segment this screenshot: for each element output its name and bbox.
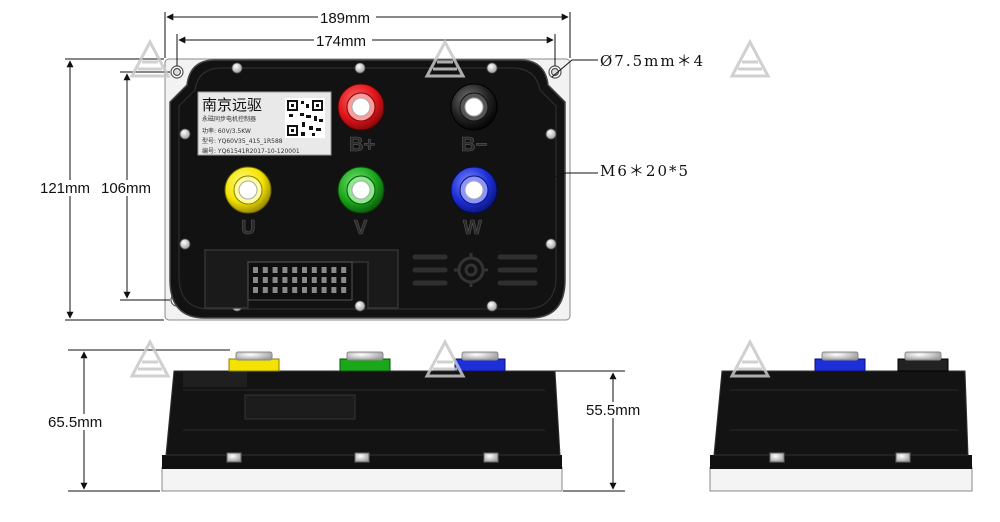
connector-pin xyxy=(253,267,258,273)
terminal-b-minus: B− xyxy=(450,83,498,156)
connector-pin xyxy=(341,277,347,283)
connector-pin xyxy=(262,277,268,283)
connector-pin xyxy=(311,287,317,293)
watermark-logo-icon xyxy=(424,338,466,378)
watermark-logos xyxy=(129,38,771,378)
terminal-u: U xyxy=(224,166,272,239)
connector-pin xyxy=(331,267,337,273)
vent-slots xyxy=(412,254,538,286)
watermark-logo-icon xyxy=(729,38,771,78)
connector-pin xyxy=(341,267,347,273)
nameplate-subtitle: 永磁同步电机控制器 xyxy=(202,115,256,123)
qr-code-icon xyxy=(285,98,325,138)
nameplate-brand: 南京远驱 xyxy=(202,96,262,114)
connector-pin xyxy=(292,267,298,273)
dim-total-depth: 65.5mm xyxy=(48,414,102,431)
connector-pin xyxy=(302,287,307,293)
nameplate: 南京远驱 永磁同步电机控制器 功率: 60V/3.5KW 型号: YQ60V35… xyxy=(197,91,332,156)
terminal-b-plus-label: B+ xyxy=(349,134,375,156)
connector-pin xyxy=(321,277,327,283)
connector-pin xyxy=(292,287,298,293)
dim-mount-hole: Ø7.5mm＊4 xyxy=(600,52,705,70)
connector-pin xyxy=(282,267,288,273)
signal-connector xyxy=(204,249,399,309)
connector-pin xyxy=(311,277,317,283)
terminal-v-label: V xyxy=(354,217,368,239)
side-view xyxy=(709,351,973,492)
dim-hole-spacing-width: 174mm xyxy=(316,33,366,50)
connector-pin xyxy=(262,267,268,273)
terminal-v: V xyxy=(337,166,385,239)
dim-hole-spacing-height: 106mm xyxy=(101,180,151,197)
connector-pin xyxy=(331,287,337,293)
connector-pin xyxy=(262,287,268,293)
connector-pin xyxy=(311,267,317,273)
terminal-b-plus: B+ xyxy=(337,83,385,156)
connector-pin xyxy=(253,287,258,293)
watermark-logo-icon xyxy=(729,338,771,378)
nameplate-line-1: 功率: 60V/3.5KW xyxy=(202,127,251,135)
watermark-logo-icon xyxy=(129,338,171,378)
terminal-u-label: U xyxy=(241,217,255,239)
connector-pin xyxy=(302,267,307,273)
connector-pin xyxy=(282,287,288,293)
dim-lines-front xyxy=(68,349,625,492)
connector-pin xyxy=(282,277,288,283)
front-view xyxy=(161,351,563,492)
cover-screws xyxy=(179,62,557,312)
dim-overall-width: 189mm xyxy=(320,10,370,27)
connector-pin xyxy=(272,287,278,293)
connector-pin xyxy=(321,287,327,293)
nameplate-line-2: 型号: YQ60V35_415_1R588 xyxy=(202,137,283,145)
dim-terminal-thread: M6＊20*5 xyxy=(600,162,690,180)
dim-overall-height: 121mm xyxy=(40,180,90,197)
connector-pin xyxy=(302,277,307,283)
terminal-b-minus-label: B− xyxy=(461,134,487,156)
terminal-w-label: W xyxy=(463,217,482,239)
terminal-w: W xyxy=(450,166,498,239)
dim-body-depth: 55.5mm xyxy=(586,402,640,419)
connector-pin xyxy=(292,277,298,283)
connector-pin xyxy=(321,267,327,273)
connector-pin xyxy=(272,267,278,273)
connector-pin xyxy=(341,287,347,293)
watermark-logo-icon xyxy=(424,38,466,78)
gear-icon xyxy=(454,253,488,287)
connector-pin xyxy=(331,277,337,283)
connector-pin xyxy=(253,277,258,283)
connector-pin xyxy=(272,277,278,283)
nameplate-line-3: 编号: YQ61541R2017-10-120001 xyxy=(202,147,300,155)
watermark-logo-icon xyxy=(129,38,171,78)
